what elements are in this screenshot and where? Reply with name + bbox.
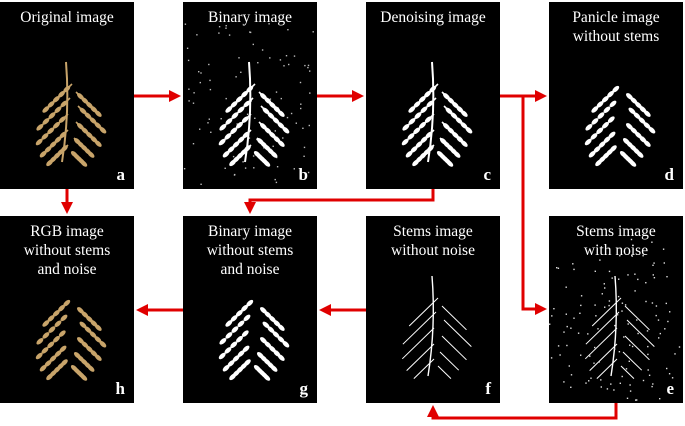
panel-g: Binary image without stems and noise g xyxy=(183,216,317,403)
panicle-image xyxy=(401,61,473,167)
panel-title: Original image xyxy=(20,9,114,26)
panicle-image xyxy=(549,238,681,401)
panicle-image xyxy=(183,23,314,185)
panel-d: Panicle image without stems d xyxy=(549,2,683,189)
panel-letter: e xyxy=(666,379,674,398)
panel-title: Binary image without stems and noise xyxy=(206,223,294,278)
panel-title: Panicle image without stems xyxy=(572,9,660,45)
panel-letter: b xyxy=(298,165,308,184)
panel-b: Binary image b xyxy=(183,2,317,189)
panel-letter: h xyxy=(115,379,125,398)
panel-c: Denoising image c xyxy=(366,2,500,189)
panicle-image xyxy=(584,85,656,167)
panel-title: Denoising image xyxy=(380,9,486,26)
panicle-image xyxy=(35,61,107,167)
panel-f: Stems image without noise f xyxy=(366,216,500,403)
panicle-image xyxy=(35,299,107,381)
panel-h: RGB image without stems and noise h xyxy=(0,216,134,403)
panicle-image xyxy=(401,275,472,379)
arrow-c-to-e xyxy=(521,96,547,315)
panel-title: Stems image with noise xyxy=(576,223,656,259)
panel-title: Binary image xyxy=(208,9,292,26)
panel-letter: d xyxy=(664,165,674,184)
panel-a: Original image a xyxy=(0,2,134,189)
arrow-c-to-g xyxy=(244,189,435,214)
panel-letter: g xyxy=(299,379,309,398)
panel-letter: a xyxy=(116,165,126,184)
panel-title: RGB image without stems and noise xyxy=(23,223,111,278)
panel-title: Stems image without noise xyxy=(391,223,475,259)
panel-letter: f xyxy=(485,379,491,398)
panicle-image xyxy=(218,299,290,381)
arrow-e-to-f xyxy=(427,403,618,420)
panel-letter: c xyxy=(483,165,491,184)
panel-e: Stems image with noise e xyxy=(549,216,683,403)
